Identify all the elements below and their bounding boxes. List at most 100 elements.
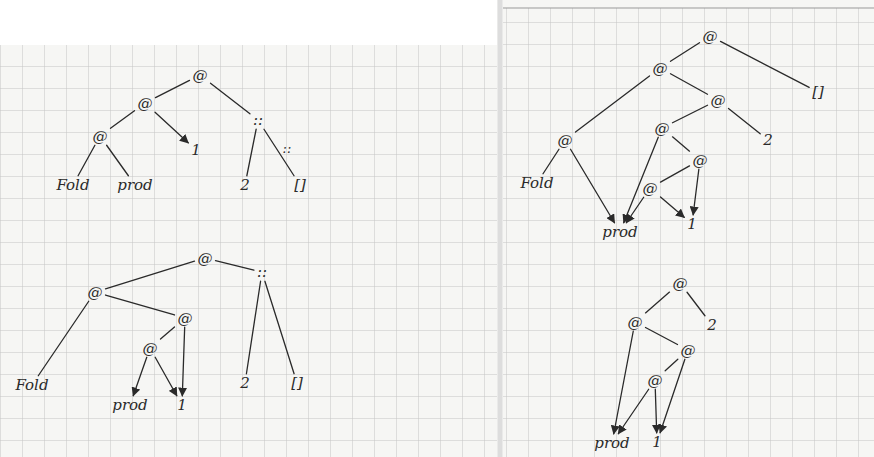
tree-edge bbox=[111, 111, 135, 129]
tree-edge bbox=[571, 149, 615, 223]
node-text: @ bbox=[138, 95, 153, 112]
tree-node: @ bbox=[708, 91, 729, 110]
tree-edge bbox=[660, 359, 685, 433]
node-text: 2 bbox=[707, 317, 717, 334]
tree-edge bbox=[646, 328, 678, 345]
node-text: @ bbox=[143, 340, 158, 357]
node-text: [] bbox=[812, 84, 824, 101]
tree-node: @ bbox=[652, 119, 673, 138]
tree-node: Fold bbox=[53, 176, 92, 195]
tree-edge bbox=[246, 281, 260, 374]
tree-edge bbox=[216, 261, 254, 270]
tree-edge bbox=[721, 41, 810, 87]
cons-mark: :: bbox=[283, 141, 292, 156]
tree-node: @ bbox=[140, 339, 161, 358]
node-text: :: bbox=[257, 264, 267, 281]
tree-node: @ bbox=[700, 27, 721, 46]
tree-node: @ bbox=[625, 313, 646, 332]
node-text: @ bbox=[643, 180, 658, 197]
tree-node: @ bbox=[195, 249, 216, 268]
tree-node: prod bbox=[599, 223, 640, 242]
node-text: @ bbox=[193, 67, 208, 84]
tree-edge bbox=[106, 295, 175, 315]
tree-node: Fold bbox=[517, 174, 556, 193]
node-text: @ bbox=[93, 128, 108, 145]
tree-edge bbox=[182, 327, 184, 396]
tree-node: [] bbox=[291, 176, 309, 195]
node-text: [] bbox=[291, 375, 303, 392]
tree-node: [] bbox=[809, 83, 827, 102]
tree-edge bbox=[618, 389, 648, 434]
node-text: :: bbox=[253, 112, 263, 129]
node-text: @ bbox=[655, 120, 670, 137]
tree-node: prod bbox=[591, 434, 632, 453]
tree-node: @ bbox=[678, 341, 699, 360]
tree-edge bbox=[107, 145, 129, 176]
tree-node: 1 bbox=[188, 141, 204, 160]
tree-edge bbox=[661, 197, 685, 217]
node-text: @ bbox=[673, 275, 688, 292]
tree-edge bbox=[646, 292, 670, 313]
tree-node: @ bbox=[670, 274, 691, 293]
tree-node: Fold bbox=[12, 376, 51, 395]
node-text: @ bbox=[558, 132, 573, 149]
node-text: 1 bbox=[652, 434, 662, 451]
node-text: prod bbox=[117, 177, 152, 194]
tree-edge bbox=[133, 357, 147, 396]
tree-edge bbox=[106, 261, 195, 289]
tree-edge bbox=[671, 43, 700, 62]
tree-edge bbox=[671, 74, 708, 94]
node-text: @ bbox=[648, 372, 663, 389]
node-text: 2 bbox=[763, 132, 773, 149]
tree-edge bbox=[673, 105, 708, 123]
tree-node: @ bbox=[190, 66, 211, 85]
node-text: @ bbox=[88, 284, 103, 301]
node-text: prod bbox=[594, 435, 629, 452]
tree-node: @ bbox=[135, 94, 156, 113]
tree-node: @ bbox=[555, 131, 576, 150]
tree-edge bbox=[665, 359, 678, 371]
tree-node: @ bbox=[175, 309, 196, 328]
tree-edge bbox=[626, 197, 643, 223]
tree-edge bbox=[543, 149, 559, 174]
tree-node: @ bbox=[90, 127, 111, 146]
node-text: @ bbox=[711, 92, 726, 109]
tree-node: @ bbox=[645, 371, 666, 390]
tree-node: 1 bbox=[174, 396, 190, 415]
node-text: 1 bbox=[177, 397, 187, 414]
tree-edge bbox=[673, 137, 690, 151]
node-text: 2 bbox=[240, 177, 250, 194]
node-text: @ bbox=[703, 28, 718, 45]
node-text: @ bbox=[653, 60, 668, 77]
tree-edge bbox=[624, 137, 659, 223]
node-text: @ bbox=[628, 314, 643, 331]
tree-edge bbox=[693, 169, 699, 215]
node-text: [] bbox=[294, 177, 306, 194]
tree-node: :: bbox=[254, 263, 270, 282]
tree-edge bbox=[264, 129, 294, 176]
tree-edge bbox=[576, 76, 650, 132]
tree-node: prod bbox=[109, 396, 150, 415]
tree-node: @ bbox=[640, 179, 661, 198]
node-text: Fold bbox=[15, 377, 48, 394]
tree-node: 2 bbox=[237, 374, 253, 393]
node-text: prod bbox=[112, 397, 147, 414]
tree-node: :: bbox=[250, 111, 266, 130]
tree-node: @ bbox=[85, 283, 106, 302]
tree-edge bbox=[78, 145, 95, 176]
tree-edge bbox=[661, 166, 690, 182]
tree-node: prod bbox=[114, 176, 155, 195]
tree-edge bbox=[687, 292, 705, 316]
tree-node: @ bbox=[650, 59, 671, 78]
tree-edge bbox=[211, 83, 250, 114]
node-text: 1 bbox=[687, 216, 697, 233]
node-text: @ bbox=[198, 250, 213, 267]
node-text: @ bbox=[681, 342, 696, 359]
tree-edge bbox=[265, 281, 294, 374]
node-text: 2 bbox=[240, 375, 250, 392]
tree-node: 2 bbox=[704, 316, 720, 335]
tree-edge bbox=[155, 112, 188, 143]
tree-edge bbox=[161, 327, 175, 339]
tree-edge bbox=[156, 80, 190, 97]
